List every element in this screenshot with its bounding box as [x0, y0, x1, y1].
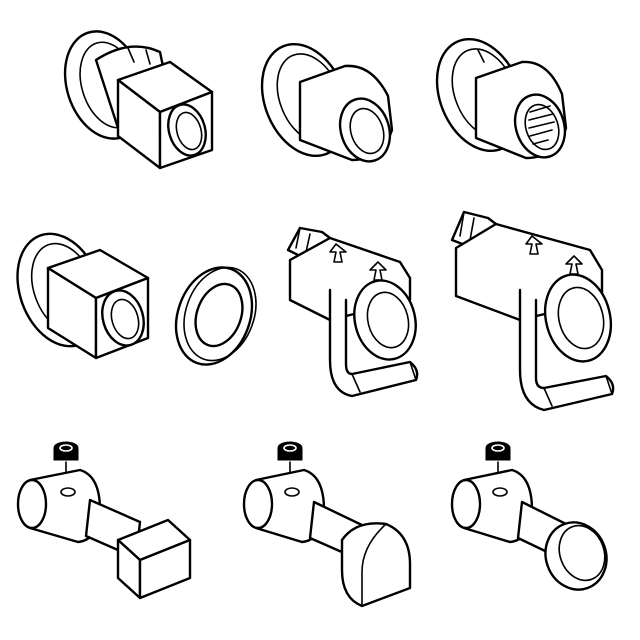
square-adapter-icon	[16, 232, 150, 360]
pin-half-round-head-icon	[242, 441, 412, 608]
clip-bracket-icon	[450, 210, 615, 412]
clip-bracket-icon	[286, 226, 419, 398]
flanged-square-adapter-icon	[63, 30, 214, 170]
pin-square-head-icon	[16, 441, 192, 600]
flanged-sleeve-icon	[260, 42, 394, 163]
needle-bearing-sleeve-icon	[435, 37, 568, 160]
washer-icon	[174, 266, 257, 366]
pin-round-head-icon	[450, 441, 608, 591]
